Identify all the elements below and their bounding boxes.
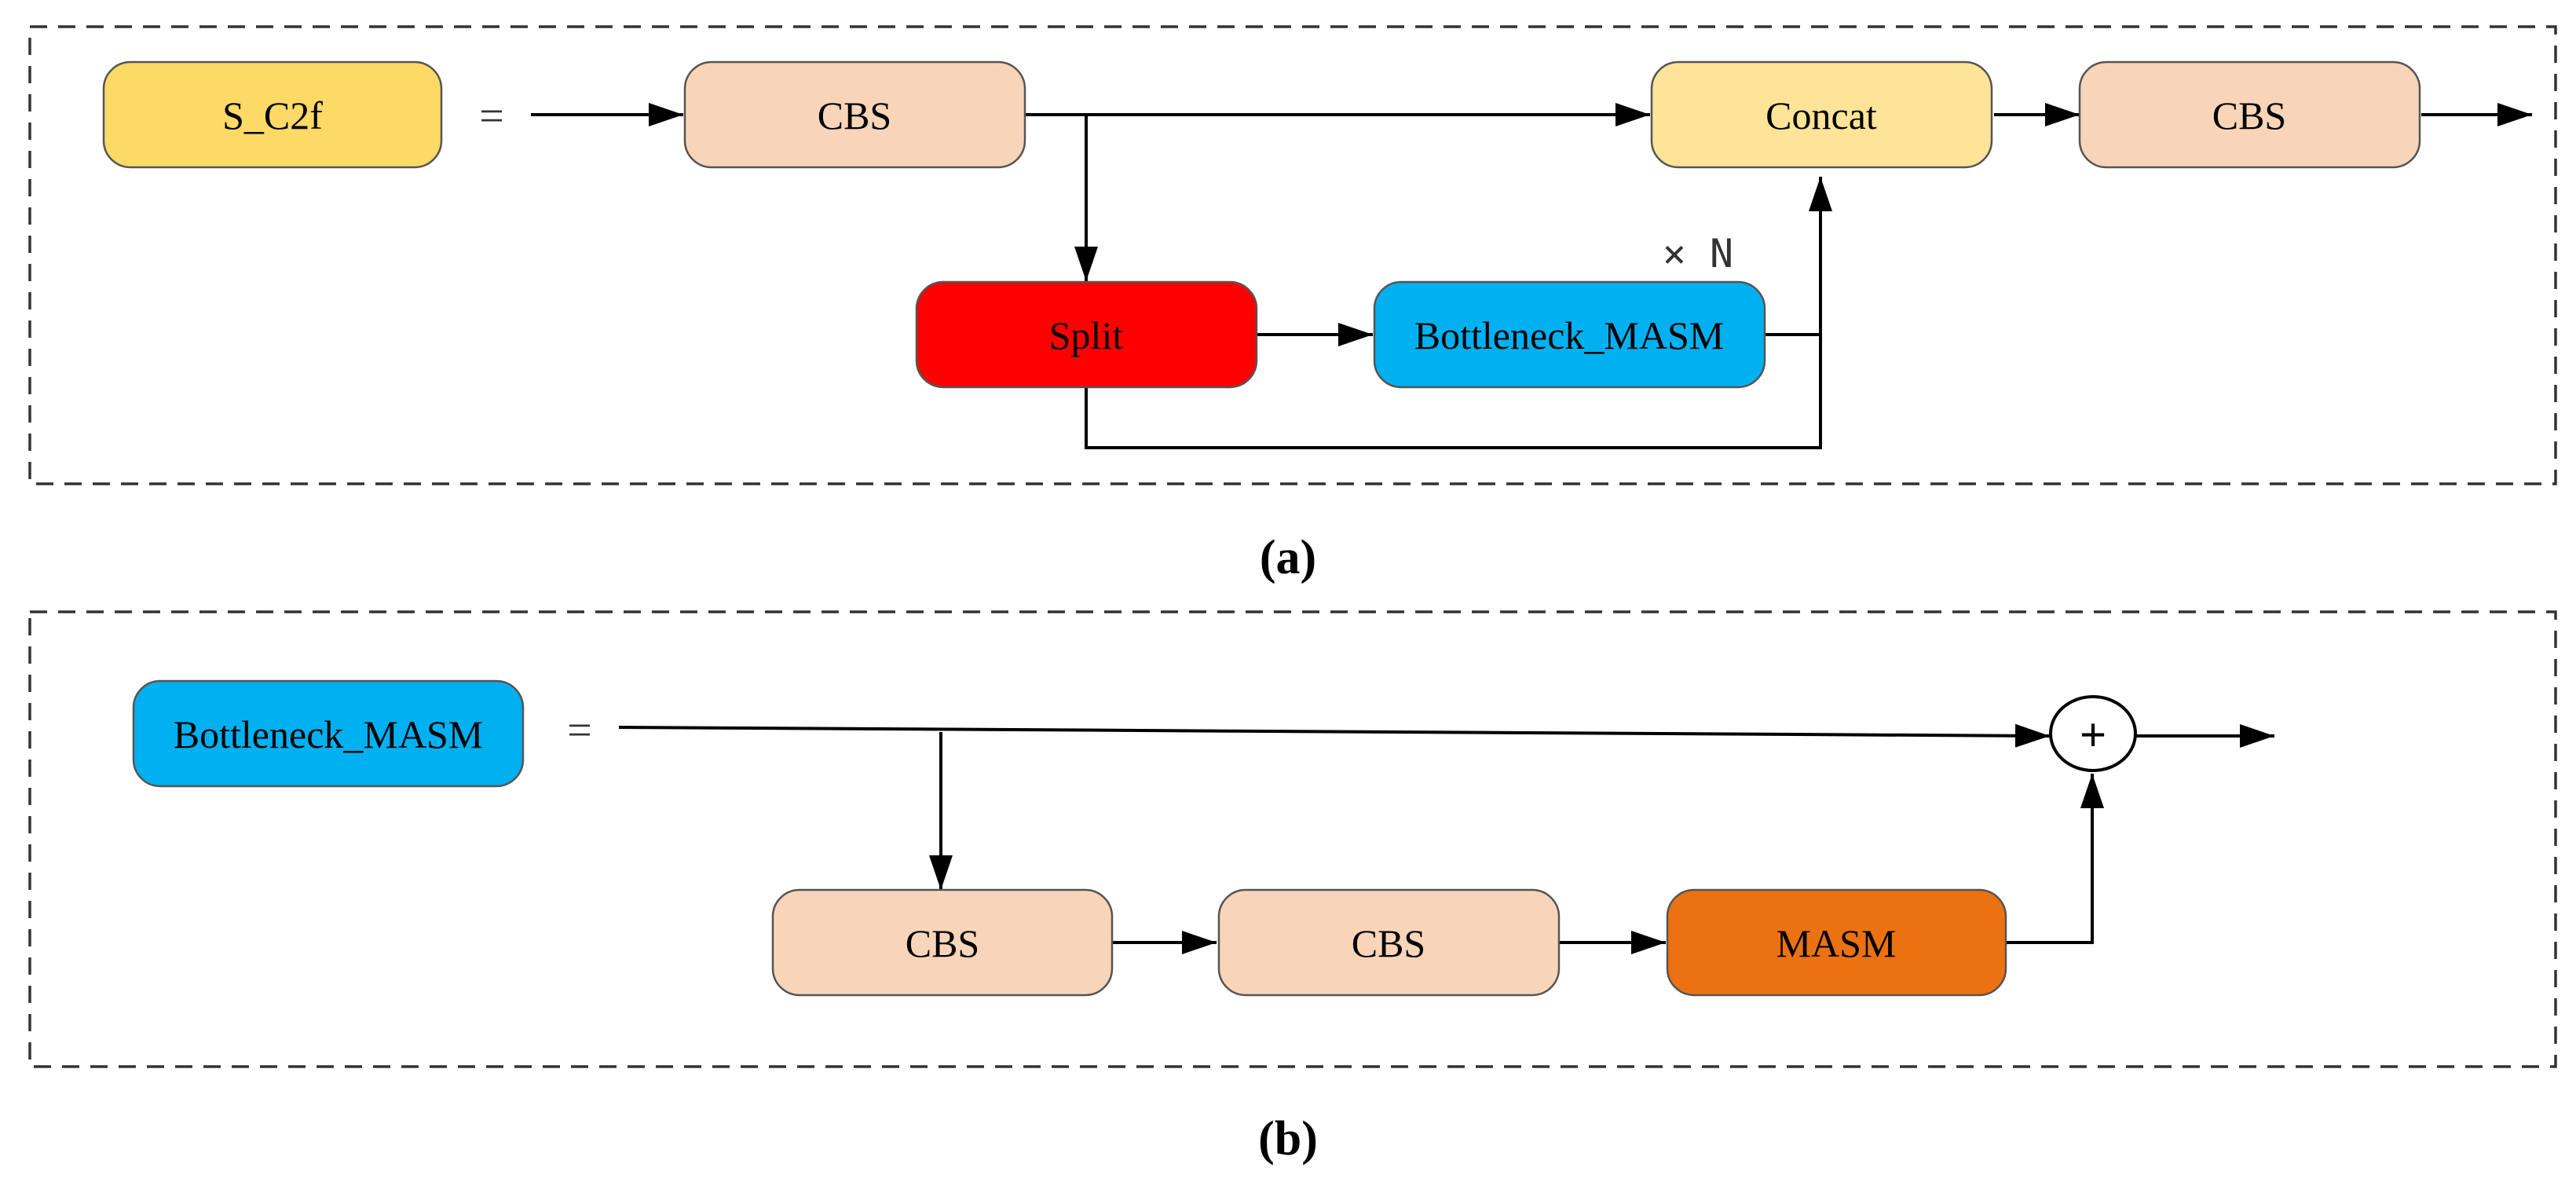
panel-a-border <box>28 25 2557 485</box>
cbs-node-input: CBS <box>683 60 1026 169</box>
panel-a-connectors <box>531 103 2532 449</box>
masm-label: MASM <box>1776 921 1897 965</box>
cbs-b2-label: CBS <box>1352 921 1426 965</box>
equals-sign-a: = <box>479 92 504 141</box>
concat-node: Concat <box>1650 60 1993 169</box>
cbs-node-b2: CBS <box>1217 888 1561 997</box>
plus-icon: + <box>2080 709 2106 760</box>
arrow-merge-to-concat <box>1085 177 1832 449</box>
split-node: Split <box>915 280 1258 389</box>
bottleneck-masm-def-label: Bottleneck_MASM <box>174 712 483 756</box>
cbs-output-label: CBS <box>2212 93 2287 137</box>
panel-a: S_C2f = CBS Concat CBS Spl <box>28 25 2557 485</box>
panel-b: Bottleneck_MASM = CBS CBS MASM + <box>28 610 2557 1068</box>
equals-sign-b: = <box>567 706 592 755</box>
arrow-masm-to-add <box>2006 774 2104 944</box>
s-c2f-label: S_C2f <box>222 93 323 137</box>
split-label: Split <box>1049 313 1124 357</box>
bottleneck-masm-node-a: Bottleneck_MASM <box>1373 280 1766 389</box>
cbs-b1-label: CBS <box>906 921 980 965</box>
cbs-node-b1: CBS <box>771 888 1114 997</box>
cbs-node-output: CBS <box>2078 60 2421 169</box>
bottleneck-masm-label-a: Bottleneck_MASM <box>1414 313 1724 357</box>
arrow-identity-to-add <box>618 723 2051 748</box>
cbs-input-label: CBS <box>818 93 892 137</box>
add-circle <box>2049 695 2137 772</box>
panel-b-border <box>28 610 2557 1068</box>
add-operator: + <box>2049 695 2137 772</box>
repeat-n-label: × N <box>1663 231 1733 276</box>
concat-label: Concat <box>1766 93 1877 137</box>
bottleneck-masm-def-node: Bottleneck_MASM <box>132 679 525 788</box>
caption-a: (a) <box>1260 531 1316 584</box>
masm-node: MASM <box>1666 888 2007 997</box>
s-c2f-node: S_C2f <box>102 60 443 169</box>
panel-b-connectors <box>618 723 2274 954</box>
caption-b: (b) <box>1258 1112 1318 1166</box>
